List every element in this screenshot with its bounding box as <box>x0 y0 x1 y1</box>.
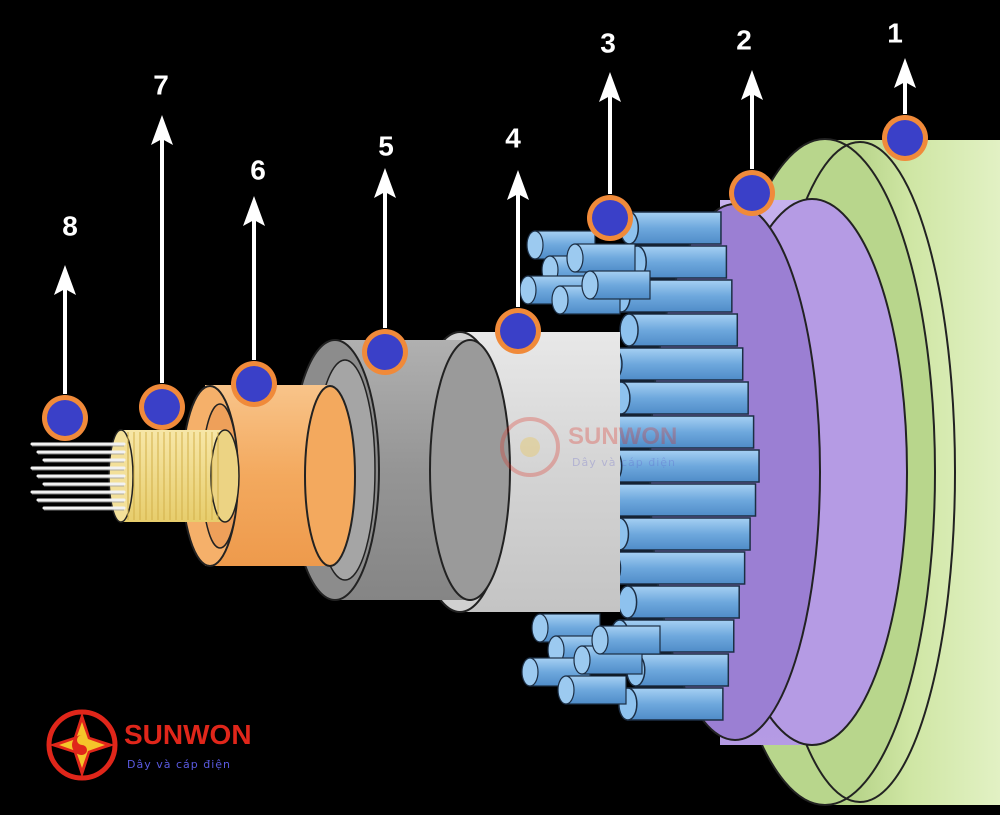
armour-wire-end <box>599 625 661 655</box>
logo-brand: SUNWON <box>124 719 252 750</box>
callout-layer: 1 2 3 4 5 6 7 8 <box>42 17 928 441</box>
callout-2: 2 <box>729 24 775 216</box>
arrow-up-icon <box>894 58 916 88</box>
callout-number: 2 <box>736 24 752 55</box>
arrow-up-icon <box>243 196 265 226</box>
callout-number: 5 <box>378 130 394 161</box>
armour-wire <box>628 313 739 347</box>
armour-wire <box>602 483 757 517</box>
armour-wire <box>627 687 724 721</box>
callout-4: 4 <box>495 122 541 354</box>
arrow-up-icon <box>507 170 529 200</box>
callout-6: 6 <box>231 154 277 407</box>
armour-wire-layer <box>519 211 760 721</box>
armour-wire-end <box>574 243 636 273</box>
callout-number: 1 <box>887 17 903 48</box>
armour-wire <box>604 415 755 449</box>
armour-wire <box>628 211 722 245</box>
arrow-up-icon <box>151 115 173 145</box>
armour-wire <box>636 245 728 279</box>
arrow-up-icon <box>599 72 621 102</box>
semiconductor-layer <box>108 429 240 523</box>
callout-7: 7 <box>139 69 185 430</box>
callout-number: 4 <box>505 122 521 153</box>
watermark: SUNWON Dây và cáp điện <box>500 417 677 477</box>
callout-3: 3 <box>587 27 633 241</box>
armour-wire-end <box>565 675 627 705</box>
armour-wire <box>620 381 749 415</box>
callout-5: 5 <box>362 130 408 375</box>
callout-number: 8 <box>62 210 78 241</box>
callout-number: 3 <box>600 27 616 58</box>
callout-number: 7 <box>153 69 169 100</box>
armour-wire <box>626 585 740 619</box>
logo-tagline: Dây và cáp điện <box>127 758 231 771</box>
armour-wire <box>612 347 744 381</box>
armour-wire-end <box>589 270 651 300</box>
callout-1: 1 <box>882 17 928 161</box>
sunwon-logo: SUNWON Dây và cáp điện <box>46 709 252 781</box>
arrow-up-icon <box>54 265 76 295</box>
callout-number: 6 <box>250 154 266 185</box>
callout-8: 8 <box>42 210 88 441</box>
armour-wire <box>635 653 730 687</box>
watermark-tagline: Dây và cáp điện <box>572 456 676 469</box>
armour-wire <box>610 551 746 585</box>
conductor-strands <box>30 442 126 511</box>
watermark-brand: SUNWON <box>568 423 677 450</box>
arrow-up-icon <box>741 70 763 100</box>
armour-wire <box>618 517 751 551</box>
arrow-up-icon <box>374 168 396 198</box>
